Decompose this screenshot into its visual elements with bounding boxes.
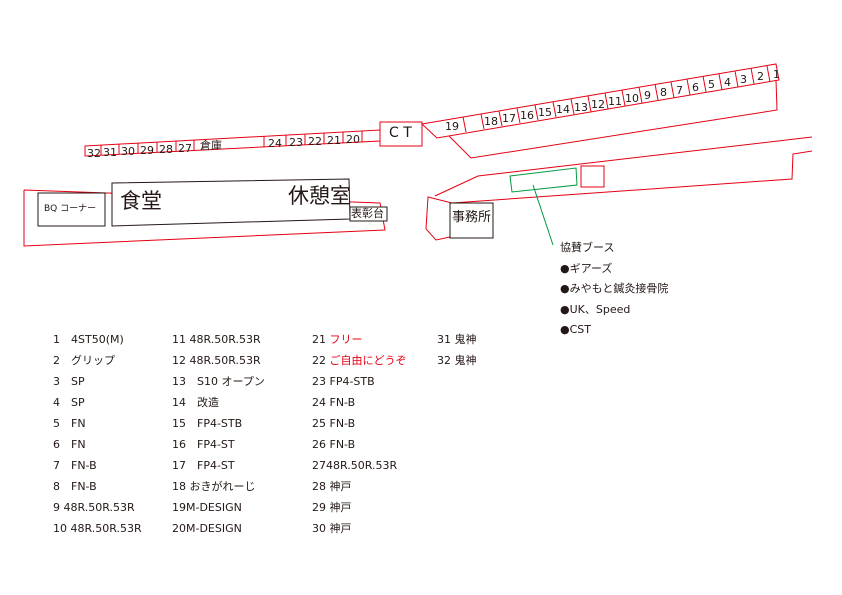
hyoshodai-box (349, 206, 388, 222)
free-label: フリー (329, 333, 363, 346)
track-upper-line (434, 136, 813, 197)
list-item: 3 SP (53, 375, 85, 388)
pit-number: 1 (773, 68, 780, 81)
bq-corner-label: BQ コーナー (44, 204, 97, 214)
pit-strip-upper (420, 63, 780, 139)
list-item: 14 改造 (172, 396, 219, 409)
sponsor-title: 協賛ブース (560, 241, 615, 254)
pit-number: 31 (103, 146, 117, 159)
assignment-column-2: 11 48R.50R.53R 12 48R.50R.53R 13 S10 オープ… (172, 329, 265, 539)
pit-number: 29 (140, 144, 154, 157)
pit-number: 3 (740, 73, 747, 86)
list-item: 13 S10 オープン (172, 375, 265, 388)
pit-number: 4 (724, 76, 731, 89)
pit-number: 19 (445, 120, 459, 133)
list-item: 28 神戸 (312, 480, 352, 493)
pit-number: 8 (660, 86, 667, 99)
storage-label: 倉庫 (200, 139, 222, 152)
pit-number: 2 (757, 70, 764, 83)
list-item: 16 FP4-ST (172, 438, 235, 451)
list-item: 20M-DESIGN (172, 522, 242, 535)
list-item: 10 48R.50R.53R (53, 522, 142, 535)
list-item: 4 SP (53, 396, 85, 409)
sponsor-list: 協賛ブース ●ギアーズ ●みやもと鍼灸接骨院 ●UK、Speed ●CST (560, 238, 668, 341)
list-item: 6 FN (53, 438, 86, 451)
list-item: 12 48R.50R.53R (172, 354, 261, 367)
list-item: 29 神戸 (312, 501, 352, 514)
pit-number: 23 (289, 136, 303, 149)
free-use-label: ご自由にどうぞ (329, 354, 407, 367)
pit-number: 15 (538, 106, 552, 119)
list-item: 19M-DESIGN (172, 501, 242, 514)
pit-number: 21 (312, 333, 330, 346)
list-item: 17 FP4-ST (172, 459, 235, 472)
hyoshodai-label: 表彰台 (351, 207, 384, 220)
small-red-box (580, 165, 605, 188)
sponsor-item: ●みやもと鍼灸接骨院 (560, 282, 669, 295)
list-item: 9 48R.50R.53R (53, 501, 135, 514)
pit-lane-outline (448, 79, 778, 159)
list-item: 22 ご自由にどうぞ (312, 350, 407, 371)
list-item: 8 FN-B (53, 480, 97, 493)
pit-number: 22 (308, 135, 322, 148)
jimusho-box (449, 202, 494, 239)
pit-number: 21 (327, 134, 341, 147)
shokudo-label: 食堂 (120, 189, 162, 213)
kyukeishitsu-label: 休憩室 (288, 184, 351, 208)
pit-number: 13 (574, 101, 588, 114)
pit-number: 10 (625, 92, 639, 105)
list-item: 25 FN-B (312, 417, 356, 430)
pit-number: 12 (591, 98, 605, 111)
assignment-column-3: 21 フリー 22 ご自由にどうぞ 23 FP4-STB 24 FN-B 25 … (312, 329, 407, 539)
jimusho-label: 事務所 (452, 210, 492, 225)
list-item: 24 FN-B (312, 396, 356, 409)
list-item: 26 FN-B (312, 438, 356, 451)
assignment-column-4: 31 鬼神 32 鬼神 (437, 329, 477, 371)
sponsor-item: ●UK、Speed (560, 302, 631, 316)
pit-number: 32 (87, 147, 101, 160)
pit-number: 22 (312, 354, 330, 367)
pit-number: 30 (121, 145, 135, 158)
pit-number: 16 (520, 109, 534, 122)
list-item: 31 鬼神 (437, 333, 477, 346)
pit-number: 5 (708, 78, 715, 91)
sponsor-item: ●ギアーズ (560, 261, 613, 275)
sponsor-leader-line (532, 184, 554, 246)
list-item: 32 鬼神 (437, 354, 477, 367)
pit-number: 20 (346, 133, 360, 146)
list-item: 21 フリー (312, 329, 407, 350)
pit-number: 28 (159, 143, 173, 156)
list-item: 15 FP4-STB (172, 417, 243, 430)
pit-number: 14 (556, 103, 570, 116)
pit-number: 24 (268, 137, 282, 150)
pit-number: 9 (644, 89, 651, 102)
right-building-outline (425, 150, 813, 241)
list-item: 7 FN-B (53, 459, 97, 472)
pit-number: 11 (608, 95, 622, 108)
pit-number: 6 (692, 81, 699, 94)
list-item: 30 神戸 (312, 522, 352, 535)
ct-box (379, 121, 423, 147)
list-item: 11 48R.50R.53R (172, 333, 261, 346)
pit-number: 7 (676, 84, 683, 97)
list-item: 2 グリップ (53, 354, 115, 367)
pit-number: 27 (178, 142, 192, 155)
list-item: 5 FN (53, 417, 86, 430)
list-item: 1 4ST50(M) (53, 333, 124, 346)
list-item: 2748R.50R.53R (312, 459, 398, 472)
pit-number: 18 (484, 115, 498, 128)
sponsor-booth (509, 167, 578, 193)
list-item: 18 おきがれーじ (172, 480, 256, 493)
assignment-column-1: 1 4ST50(M) 2 グリップ 3 SP 4 SP 5 FN 6 FN 7 … (53, 329, 142, 539)
sponsor-item: ●CST (560, 323, 591, 336)
pit-number: 17 (502, 112, 516, 125)
list-item: 23 FP4-STB (312, 375, 375, 388)
bq-corner-box (37, 192, 106, 227)
ct-label: C T (389, 125, 412, 141)
